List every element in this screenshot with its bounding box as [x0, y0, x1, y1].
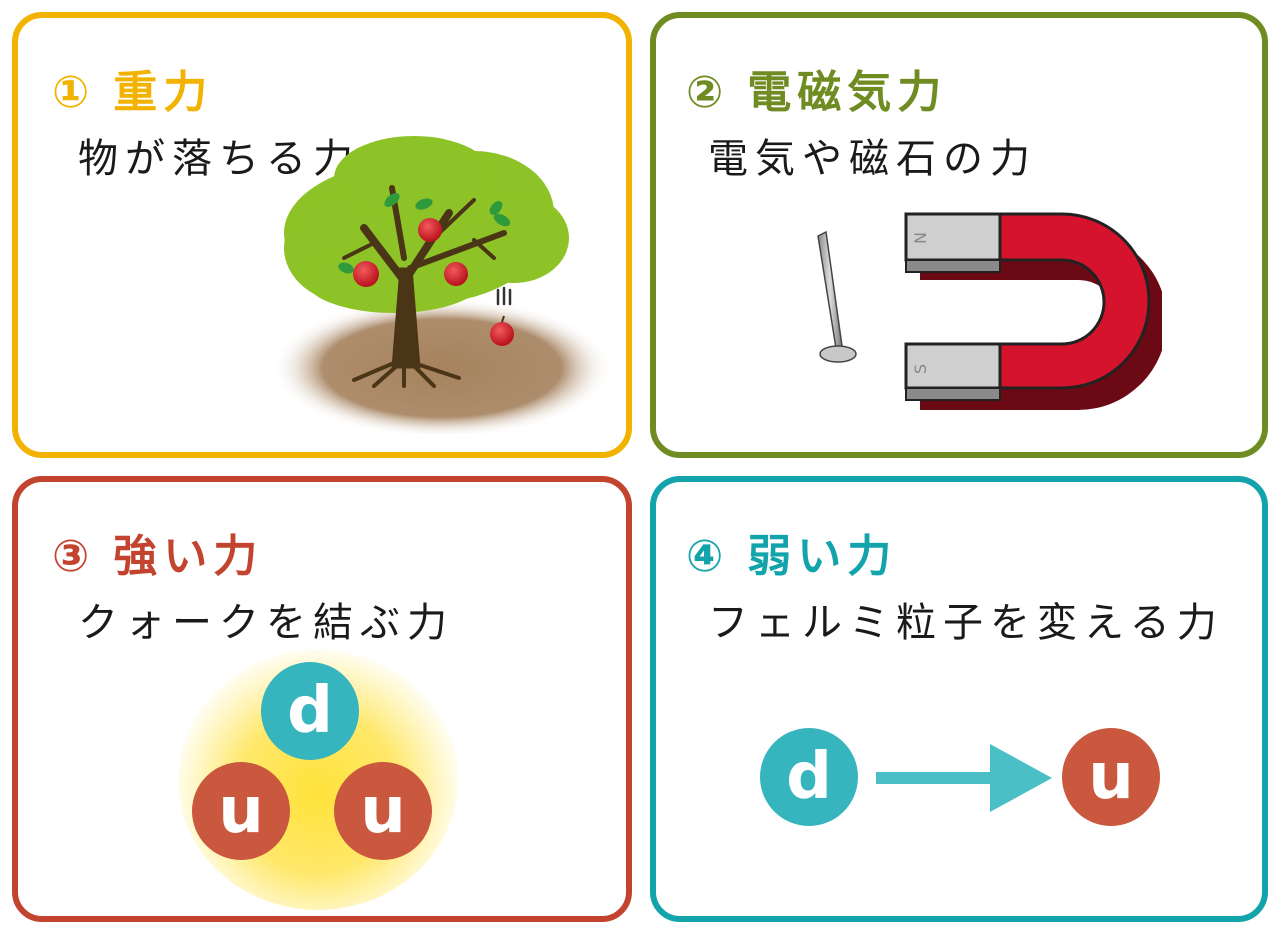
nail-icon: [817, 230, 857, 363]
electromagnetic-title: ② 電磁気力: [686, 56, 947, 120]
up-quark-left: u: [192, 762, 290, 860]
magnet-pole-north: N: [911, 232, 930, 244]
electromagnetic-title-text: 電磁気力: [747, 67, 948, 118]
apples-on-tree: [353, 218, 468, 287]
down-quark: d: [261, 662, 359, 760]
electromagnetic-subtitle: 電気や磁石の力: [708, 136, 1037, 182]
weak-force-number: ④: [686, 531, 730, 582]
magnet-pole-south: S: [911, 364, 930, 374]
weak-force-panel: ④ 弱い力 フェルミ粒子を変える力 d u: [650, 476, 1268, 922]
weak-force-subtitle: フェルミ粒子を変える力: [708, 600, 1224, 646]
horseshoe-magnet-icon: N S: [904, 212, 1162, 410]
transition-arrow-icon: [876, 744, 1052, 812]
strong-force-panel: ③ 強い力 クォークを結ぶ力 d u u: [12, 476, 632, 922]
up-quark-right: u: [334, 762, 432, 860]
weak-force-title: ④ 弱い力: [686, 520, 897, 584]
falling-apple: [490, 286, 514, 346]
ground: [274, 298, 610, 434]
strong-force-title-text: 強い力: [113, 531, 264, 582]
strong-force-subtitle: クォークを結ぶ力: [78, 600, 454, 646]
leaves: [338, 193, 511, 274]
strong-force-number: ③: [52, 531, 96, 582]
electromagnetic-panel: ② 電磁気力 電気や磁石の力 N S: [650, 12, 1268, 458]
weak-down-quark: d: [760, 728, 858, 826]
weak-force-title-text: 弱い力: [747, 531, 898, 582]
gravity-title: ① 重力: [52, 56, 213, 120]
electromagnetic-number: ②: [686, 67, 730, 118]
gravity-title-text: 重力: [113, 67, 214, 118]
gravity-number: ①: [52, 67, 96, 118]
apple-tree-illustration: [274, 136, 610, 434]
gravity-subtitle: 物が落ちる力: [78, 136, 360, 182]
strong-force-title: ③ 強い力: [52, 520, 263, 584]
gravity-panel: ① 重力 物が落ちる力: [12, 12, 632, 458]
tree-trunk: [342, 185, 507, 388]
weak-up-quark: u: [1062, 728, 1160, 826]
